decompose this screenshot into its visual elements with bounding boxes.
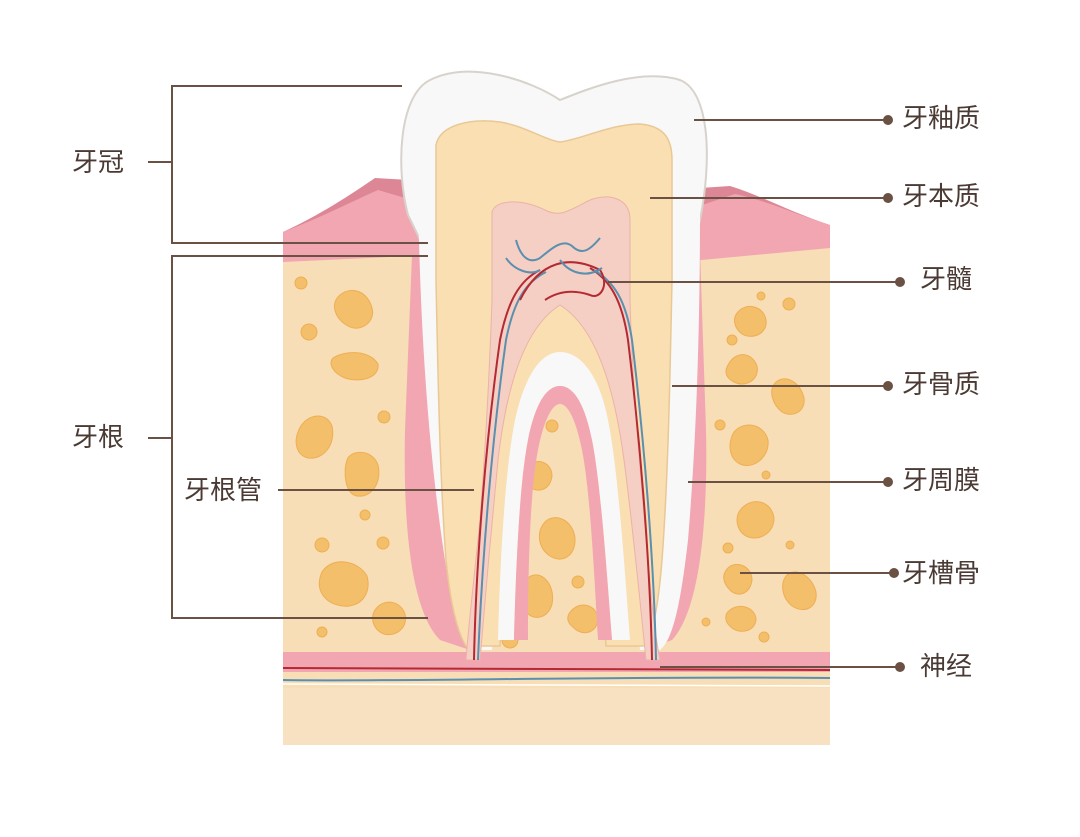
label-pulp: 牙髓 <box>920 265 973 295</box>
leader-dots <box>883 115 905 672</box>
pulp-chamber <box>465 196 661 661</box>
vessels <box>282 237 831 687</box>
label-alveolar-bone: 牙槽骨 <box>902 559 981 589</box>
inner-gum <box>514 386 612 640</box>
label-crown: 牙冠 <box>72 148 125 178</box>
label-dentin: 牙本质 <box>902 182 981 212</box>
inner-arch <box>498 352 630 640</box>
label-root-canal: 牙根管 <box>184 476 263 506</box>
label-periodontal-ligament: 牙周膜 <box>902 466 981 496</box>
label-enamel: 牙釉质 <box>902 104 981 134</box>
label-nerve: 神经 <box>920 652 973 682</box>
label-root: 牙根 <box>72 423 125 453</box>
leader-lines <box>148 85 900 668</box>
label-cementum: 牙骨质 <box>902 370 981 400</box>
